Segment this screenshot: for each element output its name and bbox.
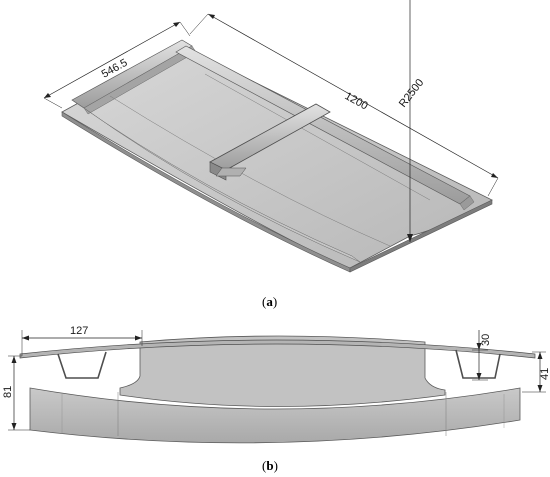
skin-right-edge	[349, 199, 493, 273]
dim-flange-width-label: 127	[70, 325, 88, 337]
section-web	[119, 335, 446, 407]
dim-radius-label: R2500	[397, 77, 426, 110]
section-top-flange	[19, 339, 536, 359]
dim-flange-width: 127	[21, 325, 143, 356]
stringer-right-side	[459, 195, 475, 211]
dim-stringer-depth-label: 30	[480, 334, 492, 346]
stringer-left-run	[71, 99, 361, 263]
frame-rib-base	[215, 167, 247, 177]
dim-length-label: 1200	[343, 90, 370, 112]
dim-stringer-depth: 30	[472, 330, 492, 381]
dim-skin-offset-label: 41	[539, 368, 550, 380]
panel-a-drawing: 546.5 1200 R2500	[43, 0, 499, 273]
dim-total-height: 81	[2, 355, 30, 431]
dim-skin-offset: 41	[522, 351, 550, 393]
section-hat-left	[57, 351, 107, 379]
skin-line-2	[204, 73, 431, 201]
caption-a: (a)	[262, 294, 277, 309]
panel-b-drawing: 127 81 30 41	[2, 325, 550, 444]
section-skin	[29, 387, 521, 444]
caption-b: (b)	[262, 458, 278, 473]
skin-line-1	[109, 95, 391, 247]
dim-total-height-label: 81	[2, 386, 14, 398]
